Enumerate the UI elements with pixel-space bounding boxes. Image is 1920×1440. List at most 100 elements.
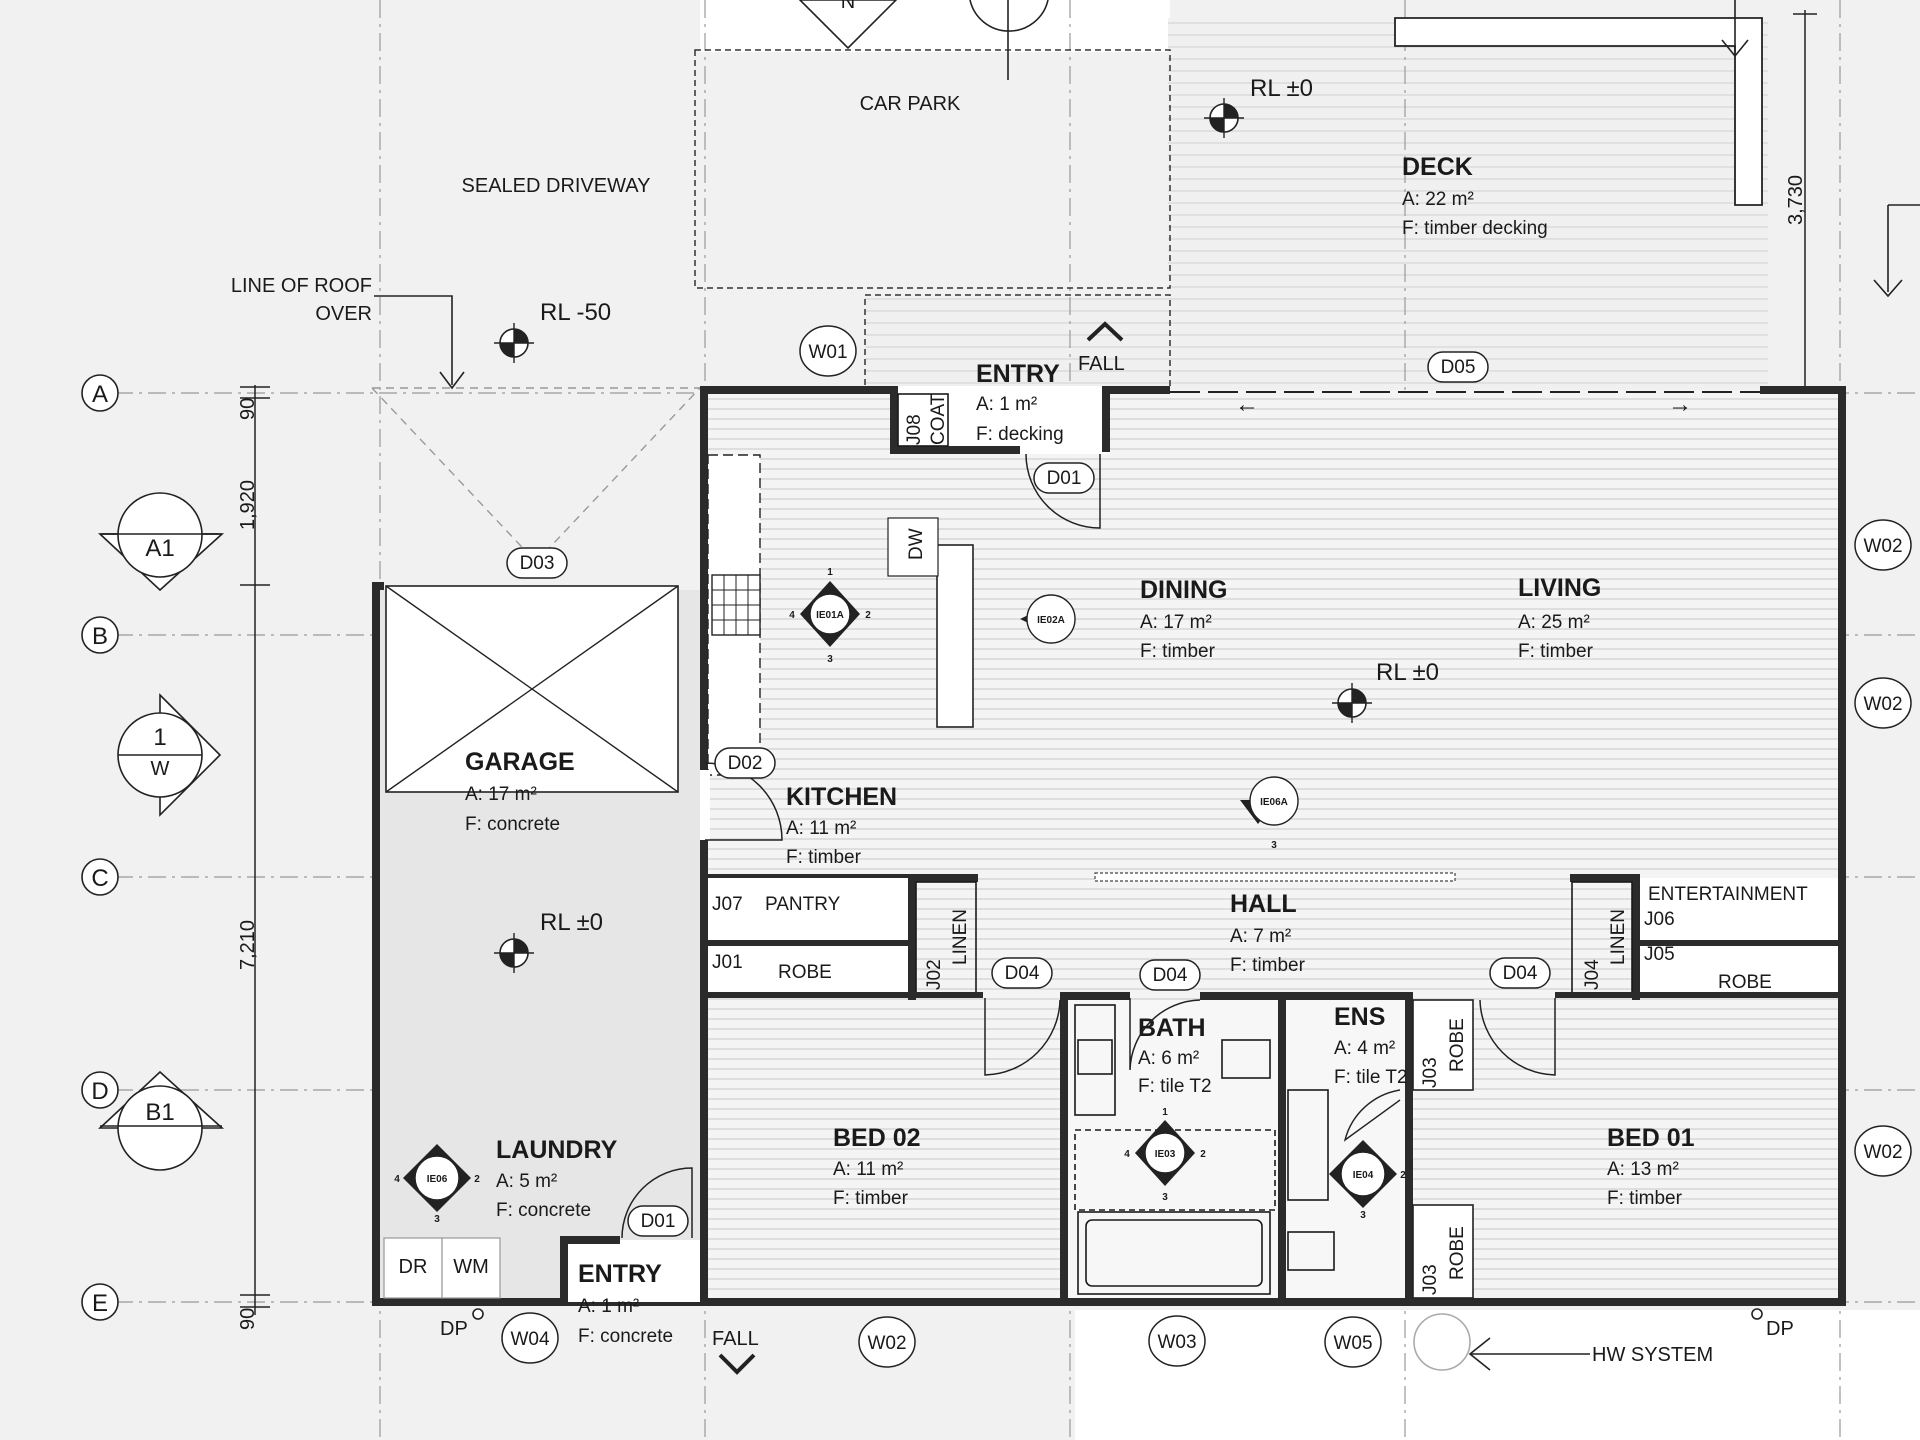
dp-right-label: DP — [1766, 1318, 1794, 1340]
svg-text:N: N — [841, 0, 855, 13]
deck-right-arrow — [1873, 204, 1920, 298]
sealed-driveway-label: SEALED DRIVEWAY — [462, 175, 651, 197]
deck-area: A: 22 m² — [1402, 189, 1474, 210]
dining-area: A: 17 m² — [1140, 612, 1212, 633]
entry-wall-2 — [890, 446, 1020, 454]
hall-finish: F: timber — [1230, 955, 1306, 976]
svg-text:D05: D05 — [1441, 357, 1476, 378]
dining-finish: F: timber — [1140, 641, 1216, 662]
rear-entry-wall-top — [560, 1236, 620, 1244]
d04-b-swing — [1129, 998, 1201, 1071]
svg-text:W02: W02 — [867, 1333, 906, 1354]
dim-3730: 3,730 — [1785, 175, 1807, 225]
bed01-area: A: 13 m² — [1607, 1159, 1679, 1180]
dim-1920: 1,920 — [237, 480, 259, 530]
ent-wall-mid — [1640, 940, 1838, 946]
svg-text:IE04: IE04 — [1353, 1170, 1374, 1181]
svg-text:B: B — [92, 623, 108, 650]
svg-text:D01: D01 — [641, 1211, 676, 1232]
tag-d02: D02 — [714, 747, 776, 779]
section-marker-b1: B1 — [97, 1070, 225, 1171]
entertainment-label: ENTERTAINMENT — [1648, 884, 1808, 905]
rl-driveway-label: RL -50 — [540, 299, 611, 326]
downpipe-right — [1751, 1308, 1763, 1320]
dim-90-bottom: 90 — [237, 1308, 259, 1330]
entry-alcove — [890, 386, 1110, 454]
d04-a-swing — [984, 998, 1061, 1076]
tag-d05: D05 — [1427, 351, 1489, 383]
svg-text:1: 1 — [153, 724, 166, 751]
hall-name: HALL — [1230, 890, 1297, 918]
entry-rear-finish: F: concrete — [578, 1326, 673, 1347]
tag-d01-rear: D01 — [627, 1205, 689, 1237]
garage-door-cross-2 — [385, 585, 679, 793]
bed02-area: A: 11 m² — [833, 1159, 903, 1180]
svg-text:W02: W02 — [1863, 1142, 1902, 1163]
downpipe-left — [472, 1308, 484, 1320]
bath-left-wall — [1060, 992, 1068, 1302]
d01-rear-swing — [621, 1167, 693, 1239]
deck-railing — [1394, 17, 1763, 206]
svg-text:3: 3 — [1162, 1192, 1168, 1203]
entry-wall-1 — [890, 386, 898, 452]
svg-text:1: 1 — [1162, 1107, 1168, 1118]
j03b-label: J03 — [1420, 1264, 1441, 1295]
kitchen-name: KITCHEN — [786, 783, 897, 811]
svg-text:D04: D04 — [1503, 963, 1538, 984]
svg-text:A: A — [92, 381, 108, 408]
tag-w04: W04 — [501, 1312, 559, 1364]
grid-bubble-b: B — [81, 616, 119, 654]
robe-ens-label: ROBE — [1447, 1018, 1468, 1072]
svg-text:W04: W04 — [510, 1329, 550, 1350]
svg-text:W: W — [151, 758, 170, 780]
bathtub — [1077, 1211, 1271, 1295]
white-yard — [700, 0, 1170, 52]
svg-text:W05: W05 — [1333, 1333, 1372, 1354]
ens-door-swing — [1343, 1089, 1401, 1142]
tag-w02-r1: W02 — [1854, 519, 1912, 571]
laundry-area: A: 5 m² — [496, 1171, 557, 1192]
tag-d04-a: D04 — [991, 957, 1053, 989]
tag-w05: W05 — [1324, 1316, 1382, 1368]
svg-text:D04: D04 — [1005, 963, 1040, 984]
hall-wall-left — [908, 874, 916, 1000]
ie06a-marker: IE06A 3 — [1240, 776, 1299, 851]
svg-text:3: 3 — [827, 654, 833, 665]
fall-arrow-top — [1086, 321, 1124, 342]
rl-target-driveway — [494, 323, 534, 363]
svg-text:A1: A1 — [145, 535, 174, 562]
dim-7210: 7,210 — [237, 920, 259, 970]
deck-area-lower — [865, 295, 1170, 390]
rl-target-living — [1332, 683, 1372, 723]
rl-target-deck — [1204, 98, 1244, 138]
entry-rear-name: ENTRY — [578, 1260, 662, 1288]
ent-wall-bottom — [1640, 992, 1838, 998]
white-yard-bottom — [1075, 1310, 1920, 1440]
tag-w02-r3: W02 — [1854, 1125, 1912, 1177]
svg-text:D04: D04 — [1153, 965, 1188, 986]
rl-living-label: RL ±0 — [1376, 659, 1439, 686]
rl-garage-label: RL ±0 — [540, 909, 603, 936]
grid-bubble-c: C — [81, 858, 119, 896]
tag-w01: W01 — [799, 325, 857, 377]
bath-top-wall — [1060, 992, 1130, 1000]
pantry-label: PANTRY — [765, 894, 841, 915]
section-marker-a1: A1 — [97, 492, 225, 592]
svg-text:W03: W03 — [1157, 1332, 1196, 1353]
cooktop-grid — [712, 575, 760, 635]
entry-front-area: A: 1 m² — [976, 394, 1037, 415]
slide-arrow-right: → — [1668, 391, 1692, 418]
svg-text:D01: D01 — [1047, 468, 1082, 489]
coat-label: COAT — [928, 393, 949, 445]
svg-text:4: 4 — [1124, 1149, 1130, 1160]
kitchen-area: A: 11 m² — [786, 818, 856, 839]
dr-label: DR — [399, 1256, 428, 1278]
vanity-ens — [1287, 1089, 1329, 1201]
hall-wall-top-left — [908, 874, 978, 882]
j04-label: J04 — [1582, 959, 1603, 990]
living-name: LIVING — [1518, 574, 1601, 602]
d01-front-swing — [1025, 453, 1101, 529]
svg-text:2: 2 — [474, 1174, 480, 1185]
rl-target-garage — [494, 933, 534, 973]
